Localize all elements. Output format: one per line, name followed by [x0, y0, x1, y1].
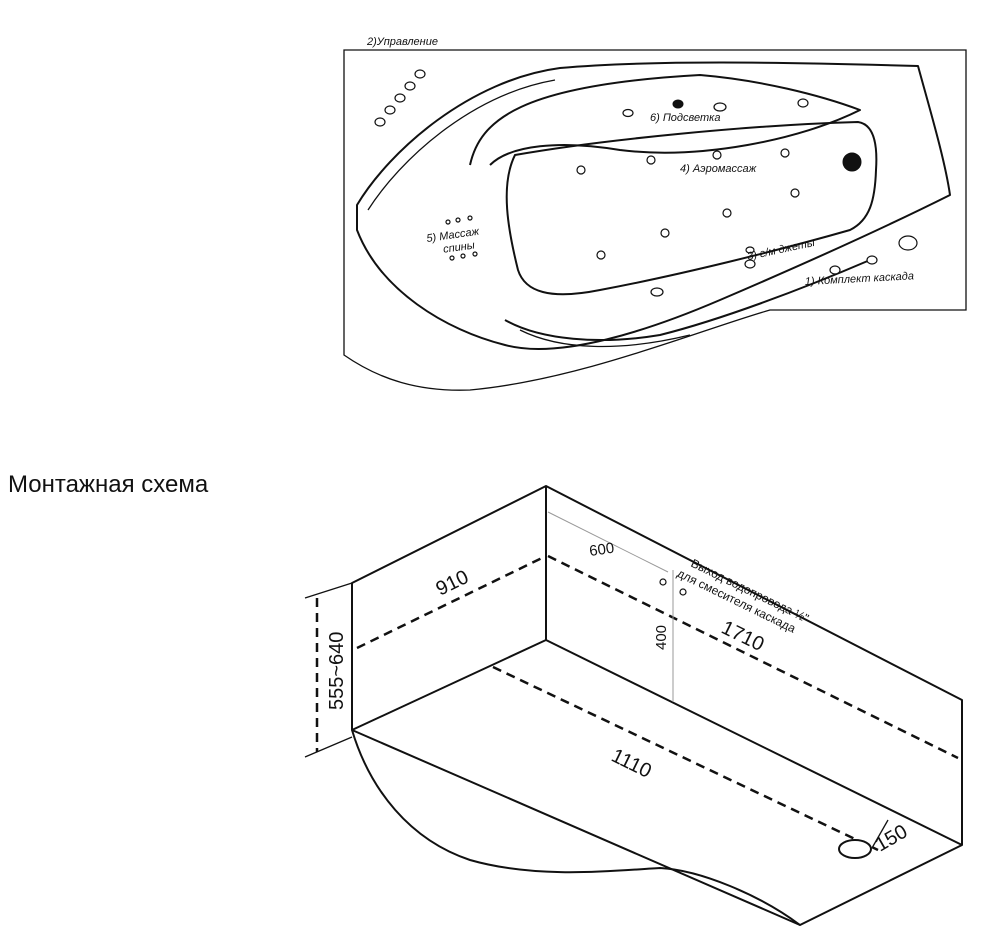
- pipe-offset-x-line: [547, 511, 669, 573]
- light-dot-icon: [672, 99, 684, 109]
- dim-inner-length: 1110: [608, 745, 655, 783]
- nozzles: [576, 98, 918, 297]
- pipe-outlet-icon: [659, 578, 667, 586]
- drain-icon: [838, 839, 872, 859]
- wall-box: [351, 485, 963, 926]
- tub-inner-contour-2: [504, 259, 871, 341]
- tub-inner-contour-1: [469, 74, 861, 166]
- top-view-frame: [343, 49, 967, 391]
- width-dimension-line: [356, 555, 545, 650]
- installation-scheme: 555~640 910 1710 1110 600 400 Выход водо…: [304, 485, 963, 926]
- label-back-massage-line2: спины: [442, 239, 475, 255]
- back-massage-nozzles: [445, 215, 478, 261]
- floor-left-edge: [351, 639, 547, 731]
- tub-basin: [505, 121, 878, 296]
- tub-outer-rim-inner: [367, 79, 556, 211]
- dim-pipe-x: 600: [588, 540, 615, 560]
- label-cascade-kit: 1) Комплект каскада: [805, 270, 915, 288]
- drain-dot-icon: [842, 152, 862, 172]
- tub-front-curve: [351, 729, 801, 926]
- inner-length-dimension-line: [492, 665, 879, 852]
- control-buttons: [374, 69, 426, 127]
- installation-title: Монтажная схема: [8, 471, 209, 498]
- dim-pipe-y: 400: [653, 625, 670, 650]
- label-aeromassage: 4) Аэромассаж: [680, 163, 757, 175]
- dim-height: 555~640: [326, 632, 348, 710]
- label-lighting: 6) Подсветка: [650, 112, 720, 124]
- label-control: 2)Управление: [366, 36, 438, 48]
- top-view: 2)Управление 6) Подсветка 4) Аэромассаж …: [343, 36, 967, 391]
- label-hydro-jets: 3) г/м джеты: [746, 237, 816, 263]
- dim-length: 1710: [718, 617, 768, 656]
- label-back-massage: 5) Массаж спины: [426, 225, 485, 258]
- length-dimension-line: [547, 554, 959, 760]
- floor-back-edge: [545, 639, 963, 846]
- pipe-outlet-2-icon: [679, 588, 687, 596]
- tub-inner-contour-3: [519, 329, 691, 348]
- tub-outer-rim: [356, 61, 951, 350]
